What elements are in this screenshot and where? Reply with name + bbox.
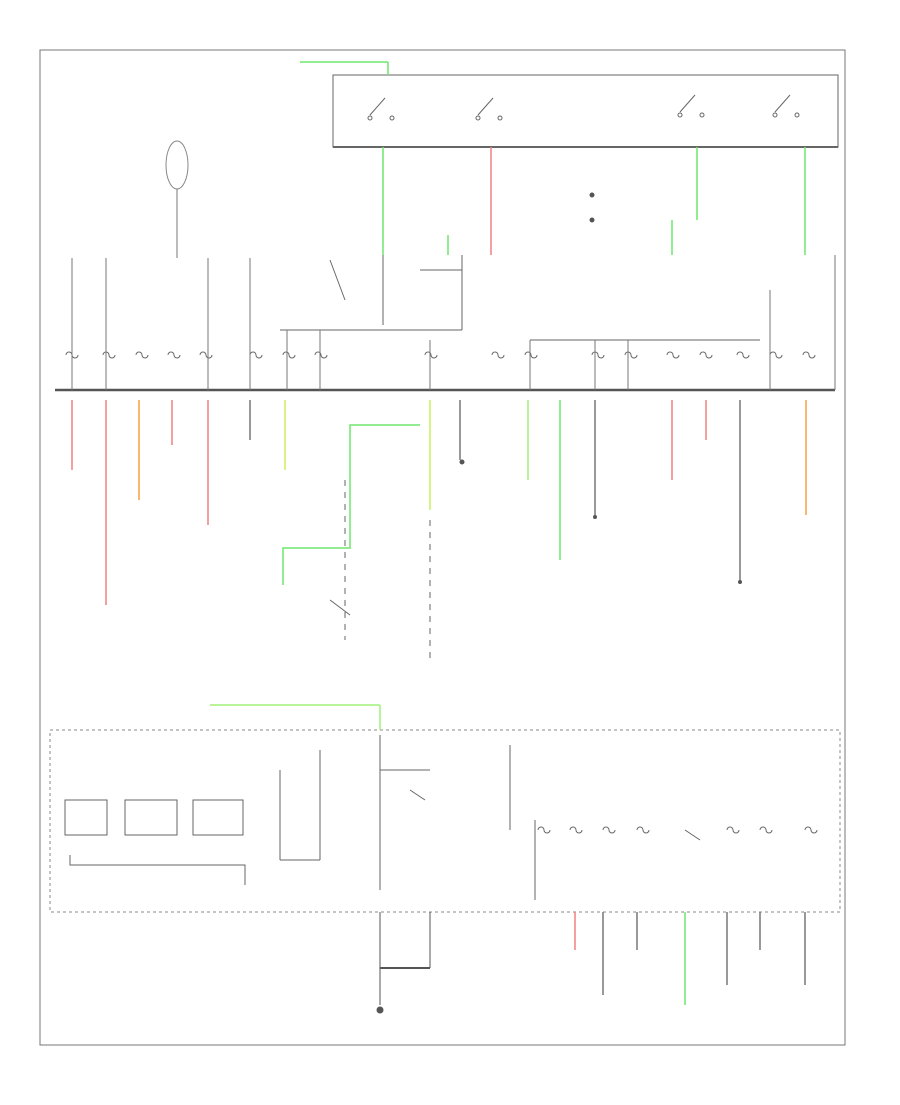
ignition-switch-region [280,255,760,341]
relay-switch-4 [772,94,800,118]
middle-connector-lines [329,480,431,660]
middle-green-jumper [282,424,420,585]
fuse-feed-lines [71,258,771,390]
fusible-link-left [165,140,189,258]
ipdm-box [49,704,841,913]
relay-switch-1 [367,97,395,121]
relay-switch-3 [677,94,705,118]
ground-connection [376,912,431,1014]
ipdm-fuse-row [537,826,818,841]
branch-output-wires [71,400,807,605]
relay-switch-2 [475,97,503,121]
junction-dots [459,192,742,584]
diagram-border [39,49,846,1046]
fuse-row [65,351,816,359]
fuse-bus-bar [55,255,836,392]
main-feed-wires [382,147,806,255]
ipdm-output-wires [574,912,806,1005]
top-feed-wire [300,61,389,75]
ignition-relay-box [332,74,839,148]
ipdm-relay-modules [64,735,536,900]
